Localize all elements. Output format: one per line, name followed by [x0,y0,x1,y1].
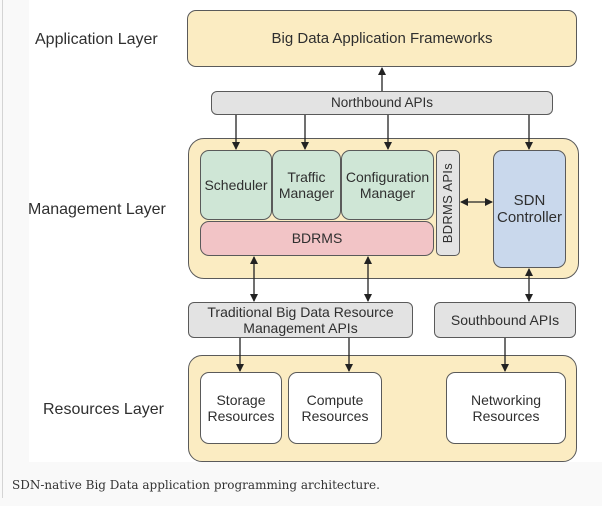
configuration-manager-line2: Manager [359,185,416,201]
storage-resources-line1: Storage [216,391,266,408]
traffic-manager-line2: Manager [278,185,335,201]
big-data-application-frameworks-box: Big Data Application Frameworks [187,10,577,67]
resources-layer-label: Resources Layer [43,401,164,418]
storage-resources-line2: Resources [207,408,275,424]
networking-resources-line1: Networking [470,391,542,408]
bdrms-apis-label: BDRMS APIs [439,162,455,244]
scheduler-box: Scheduler [200,150,272,220]
sdn-controller-line1: SDN [513,191,546,209]
bdrms-box: BDRMS [200,221,434,256]
application-layer-label: Application Layer [35,31,158,48]
compute-resources-line2: Resources [301,408,369,424]
northbound-apis-box: Northbound APIs [211,91,553,115]
northbound-apis-label: Northbound APIs [330,95,434,111]
networking-resources-line2: Resources [472,408,540,424]
big-data-application-frameworks-label: Big Data Application Frameworks [271,29,493,47]
left-border-rule [2,0,3,498]
traffic-manager-line1: Traffic [287,168,326,185]
bdrms-label: BDRMS [291,230,343,247]
management-layer-label: Management Layer [28,201,166,218]
bdrms-apis-box: BDRMS APIs [436,150,460,256]
traditional-apis-line2: Management APIs [243,320,358,336]
traditional-apis-line1: Traditional Big Data Resource [207,303,394,320]
southbound-apis-box: Southbound APIs [434,302,576,338]
configuration-manager-line1: Configuration [345,168,430,185]
sdn-controller-line2: Controller [496,209,563,226]
compute-resources-line1: Compute [306,391,364,408]
figure-caption: SDN-native Big Data application programm… [12,478,380,492]
southbound-apis-label: Southbound APIs [450,311,560,328]
scheduler-label: Scheduler [204,176,268,193]
